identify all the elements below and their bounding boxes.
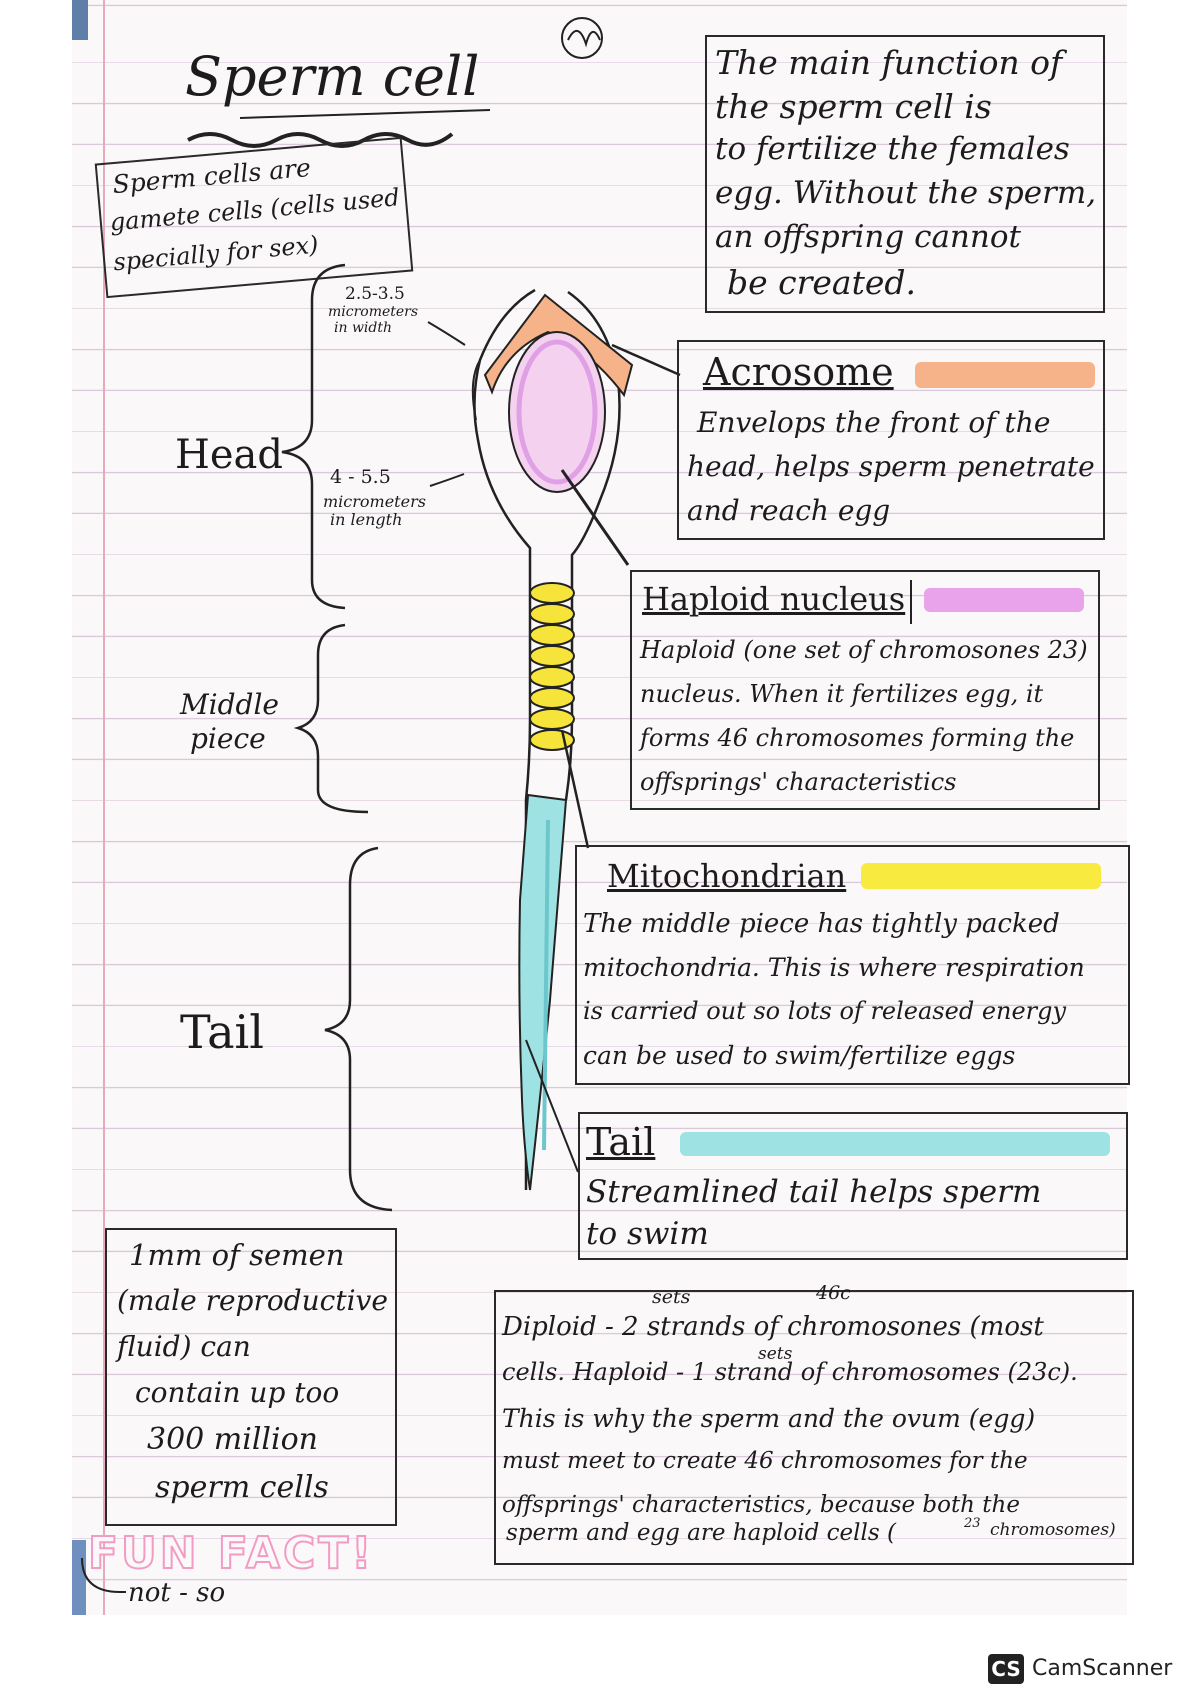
nucleus-box: Haploid nucleus Haploid (one set of chro… (630, 570, 1100, 810)
width-note: in width (334, 320, 393, 336)
mitochondrian-highlight (861, 863, 1101, 889)
notebook-page (72, 0, 1127, 1615)
nucleus-line: nucleus. When it fertilizes egg, it (640, 680, 1044, 708)
fun-fact-line: sperm cells (155, 1470, 329, 1505)
function-line: to fertilize the females (715, 131, 1070, 167)
diploid-line: cells. Haploid - 1 strand of chromosomes… (502, 1358, 1078, 1386)
nucleus-heading: Haploid nucleus (642, 580, 906, 618)
function-line: egg. Without the sperm, (715, 175, 1097, 211)
tail-heading: Tail (586, 1120, 656, 1164)
acrosome-highlight (915, 362, 1095, 388)
nucleus-pointer (560, 469, 630, 566)
middle-piece-brace (293, 623, 369, 814)
mitochondrian-line: mitochondria. This is where respiration (583, 953, 1085, 982)
acrosome-heading: Acrosome (703, 350, 894, 394)
tail-label: Tail (180, 1005, 264, 1059)
acrosome-line: head, helps sperm penetrate (687, 450, 1095, 483)
mitochondrian-line: is carried out so lots of released energ… (583, 997, 1067, 1025)
width-value: 2.5-3.5 (345, 284, 405, 304)
camscanner-logo-icon: CS (988, 1654, 1024, 1684)
diploid-line: chromosomes) (990, 1520, 1116, 1540)
function-line: The main function of (715, 43, 1063, 82)
acrosome-box: Acrosome Envelops the front of the head,… (677, 340, 1105, 540)
chromosome-annotation: 23 (964, 1516, 981, 1531)
middle-piece-label: Middle (180, 688, 279, 721)
tail-box: Tail Streamlined tail helps sperm to swi… (578, 1112, 1128, 1260)
nucleus-line: forms 46 chromosomes forming the (640, 724, 1075, 752)
camscanner-text: CamScanner (1032, 1656, 1173, 1681)
nucleus-highlight (924, 588, 1084, 612)
mitochondrian-heading: Mitochondrian (607, 857, 847, 895)
mitochondrian-line: can be used to swim/fertilize eggs (583, 1041, 1016, 1070)
function-box: The main function of the sperm cell is t… (705, 35, 1105, 313)
mitochondrian-line: The middle piece has tightly packed (583, 909, 1060, 939)
length-note: in length (330, 510, 403, 529)
fun-fact-line: fluid) can (117, 1330, 251, 1363)
chromosome-annotation: 46c (816, 1282, 851, 1304)
margin-line (103, 0, 105, 1615)
length-value: 4 - 5.5 (330, 466, 391, 488)
function-line: the sperm cell is (715, 87, 992, 126)
page-title: Sperm cell (185, 45, 480, 108)
fun-fact-heading: FUN FACT! (87, 1527, 375, 1580)
mitochondrian-box: Mitochondrian The middle piece has tight… (575, 845, 1130, 1085)
fun-fact-line: 300 million (147, 1422, 319, 1457)
acrosome-pointer (611, 343, 681, 377)
tail-line: to swim (586, 1216, 709, 1252)
tail-brace (324, 846, 393, 1212)
head-brace (281, 263, 346, 610)
diploid-line: offsprings' characteristics, because bot… (502, 1492, 1020, 1518)
fun-fact-line: contain up too (135, 1376, 340, 1409)
function-line: an offspring cannot (715, 219, 1021, 255)
diploid-line: sperm and egg are haploid cells ( (506, 1520, 896, 1546)
mitochondria-pointer (560, 729, 590, 849)
tail-line: Streamlined tail helps sperm (586, 1174, 1042, 1210)
diploid-line: Diploid - 2 strands of chromosones (most (502, 1312, 1044, 1342)
diploid-line: must meet to create 46 chromosomes for t… (502, 1448, 1028, 1474)
fun-fact-box: 1mm of semen (male reproductive fluid) c… (105, 1228, 397, 1526)
acrosome-line: and reach egg (687, 494, 891, 527)
acrosome-line: Envelops the front of the (697, 406, 1051, 439)
length-unit: micrometers (323, 492, 426, 511)
fun-fact-line: 1mm of semen (129, 1238, 345, 1272)
tail-pointer (525, 1039, 579, 1173)
nucleus-shape (508, 331, 606, 493)
tail-shape (518, 793, 568, 1191)
function-line: be created. (727, 263, 917, 302)
head-label: Head (175, 432, 284, 478)
sets-annotation: sets (652, 1286, 691, 1308)
mitochondria-shape (529, 582, 575, 751)
diploid-box: sets 46c Diploid - 2 strands of chromoso… (494, 1282, 1134, 1565)
middle-piece-label: piece (190, 722, 266, 755)
not-so-note: not - so (128, 1578, 226, 1608)
nucleus-line: Haploid (one set of chromosones 23) (640, 636, 1088, 664)
nucleus-line: offsprings' characteristics (640, 768, 957, 796)
fun-fact-line: (male reproductive (117, 1284, 388, 1317)
diploid-line: This is why the sperm and the ovum (egg) (502, 1404, 1036, 1433)
sets-annotation: sets (758, 1344, 793, 1364)
width-unit: micrometers (328, 304, 419, 320)
page-edge-tab (72, 0, 88, 40)
tail-highlight (680, 1132, 1110, 1156)
